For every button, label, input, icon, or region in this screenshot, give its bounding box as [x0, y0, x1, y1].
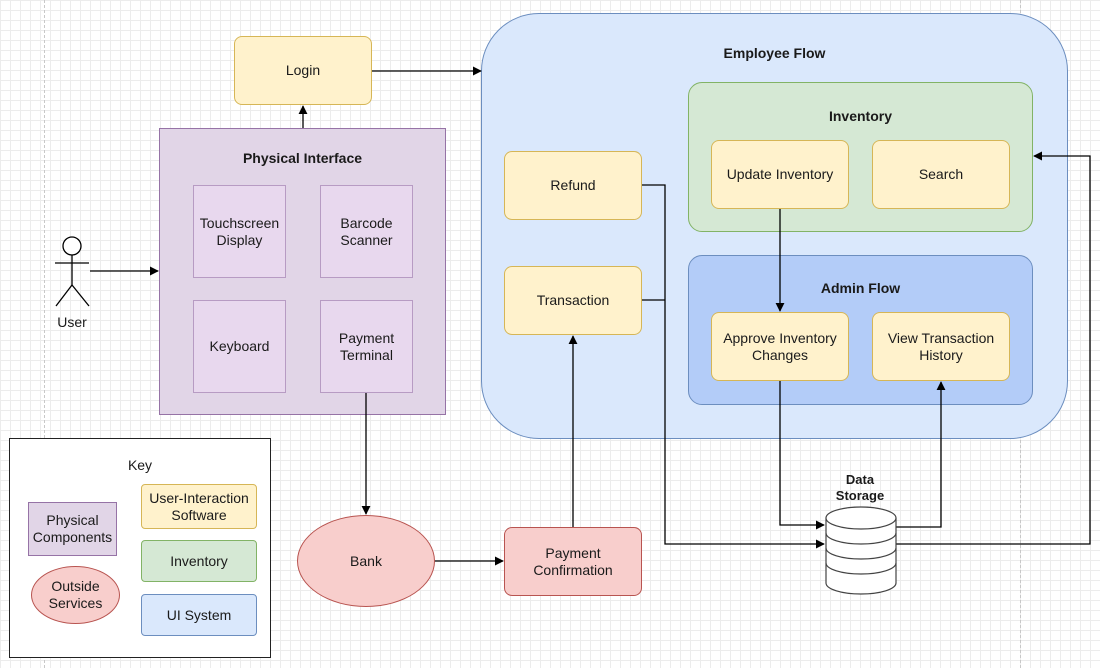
data-storage-icon [825, 506, 897, 595]
admin-flow-title: Admin Flow [820, 280, 901, 296]
key-outside-services: Outside Services [31, 566, 120, 624]
login-box[interactable]: Login [234, 36, 372, 105]
data-storage-label: Data Storage [835, 472, 885, 503]
update-inventory-box[interactable]: Update Inventory [711, 140, 849, 209]
view-transaction-history-box[interactable]: View Transaction History [872, 312, 1010, 381]
touchscreen-display-box[interactable]: Touchscreen Display [193, 185, 286, 278]
bank-ellipse[interactable]: Bank [297, 515, 435, 607]
transaction-box[interactable]: Transaction [504, 266, 642, 335]
payment-terminal-box[interactable]: Payment Terminal [320, 300, 413, 393]
physical-interface-title: Physical Interface [242, 150, 363, 166]
key-title: Key [127, 457, 153, 473]
employee-flow-title: Employee Flow [723, 45, 826, 61]
refund-box[interactable]: Refund [504, 151, 642, 220]
key-ui-system: UI System [141, 594, 257, 636]
edge-approve-to-storage [779, 381, 825, 530]
barcode-scanner-box[interactable]: Barcode Scanner [320, 185, 413, 278]
edge-storage-to-inventory [896, 151, 1091, 545]
edge-storage-to-history [896, 381, 946, 528]
edge-refund-to-storage [642, 184, 825, 549]
page-guide-left [44, 0, 45, 668]
key-physical-components: Physical Components [28, 502, 117, 556]
payment-confirmation-box[interactable]: Payment Confirmation [504, 527, 642, 596]
user-icon [55, 236, 90, 307]
search-box[interactable]: Search [872, 140, 1010, 209]
key-user-interaction-software: User-Interaction Software [141, 484, 257, 529]
key-inventory: Inventory [141, 540, 257, 582]
user-label: User [57, 314, 87, 330]
approve-inventory-changes-box[interactable]: Approve Inventory Changes [711, 312, 849, 381]
keyboard-box[interactable]: Keyboard [193, 300, 286, 393]
inventory-title: Inventory [828, 108, 892, 124]
